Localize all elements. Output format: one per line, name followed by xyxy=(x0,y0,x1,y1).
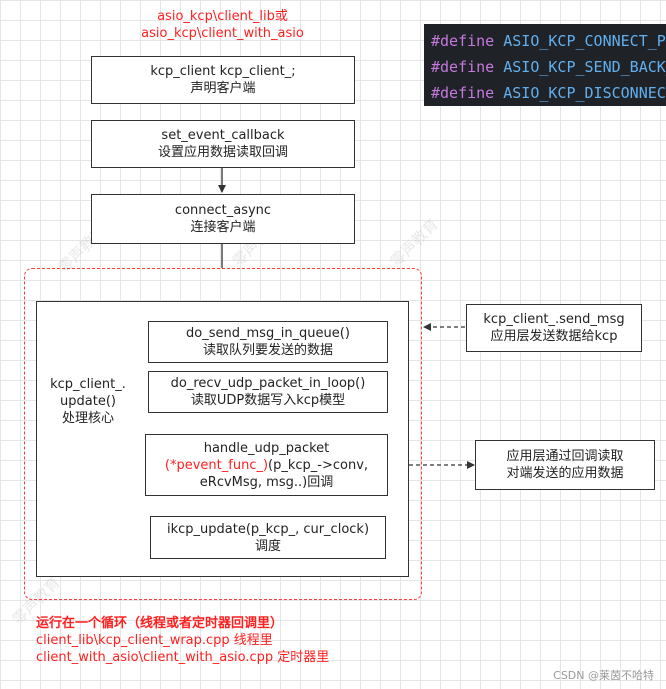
code-line: #define ASIO_KCP_DISCONNECT_PACKET xyxy=(431,84,666,102)
footer-credit: CSDN @莱茵不哈特 xyxy=(553,669,654,682)
header-note-line2: asio_kcp\client_with_asio xyxy=(141,26,304,41)
loop-region xyxy=(24,268,422,600)
loop-note-title: 运行在一个循环（线程或者定时器回调里） xyxy=(36,616,284,631)
code-line: #define ASIO_KCP_SEND_BACK_CONNECT_PACKE… xyxy=(431,58,666,76)
header-note-line1: asio_kcp\client_lib或 xyxy=(157,9,288,24)
core-label: kcp_client_. update() 处理核心 xyxy=(50,377,126,426)
send-msg-box: kcp_client_.send_msg 应用层发送数据给kcp xyxy=(466,304,642,352)
ikcp-update-box: ikcp_update(p_kcp_, cur_clock) 调度 xyxy=(150,516,386,559)
set-callback-box: set_event_callback 设置应用数据读取回调 xyxy=(91,120,355,168)
send-queue-box: do_send_msg_in_queue() 读取队列要发送的数据 xyxy=(148,321,388,363)
code-line: #define ASIO_KCP_CONNECT_PACKET xyxy=(431,32,666,50)
handle-packet-box: handle_udp_packet (*pevent_func_)(p_kcp_… xyxy=(145,434,388,496)
loop-note-line: client_with_asio\client_with_asio.cpp 定时… xyxy=(36,650,330,665)
loop-note: 运行在一个循环（线程或者定时器回调里） client_lib\kcp_clien… xyxy=(36,615,436,666)
loop-note-line: client_lib\kcp_client_wrap.cpp 线程里 xyxy=(36,633,273,648)
recv-loop-box: do_recv_udp_packet_in_loop() 读取UDP数据写入kc… xyxy=(148,371,388,413)
app-read-box: 应用层通过回调读取 对端发送的应用数据 xyxy=(475,440,655,490)
connect-async-box: connect_async 连接客户端 xyxy=(91,194,355,244)
header-note: asio_kcp\client_lib或 asio_kcp\client_wit… xyxy=(95,8,350,42)
declare-client-box: kcp_client kcp_client_; 声明客户端 xyxy=(91,56,355,104)
code-panel: #define ASIO_KCP_CONNECT_PACKET #define … xyxy=(424,24,666,106)
